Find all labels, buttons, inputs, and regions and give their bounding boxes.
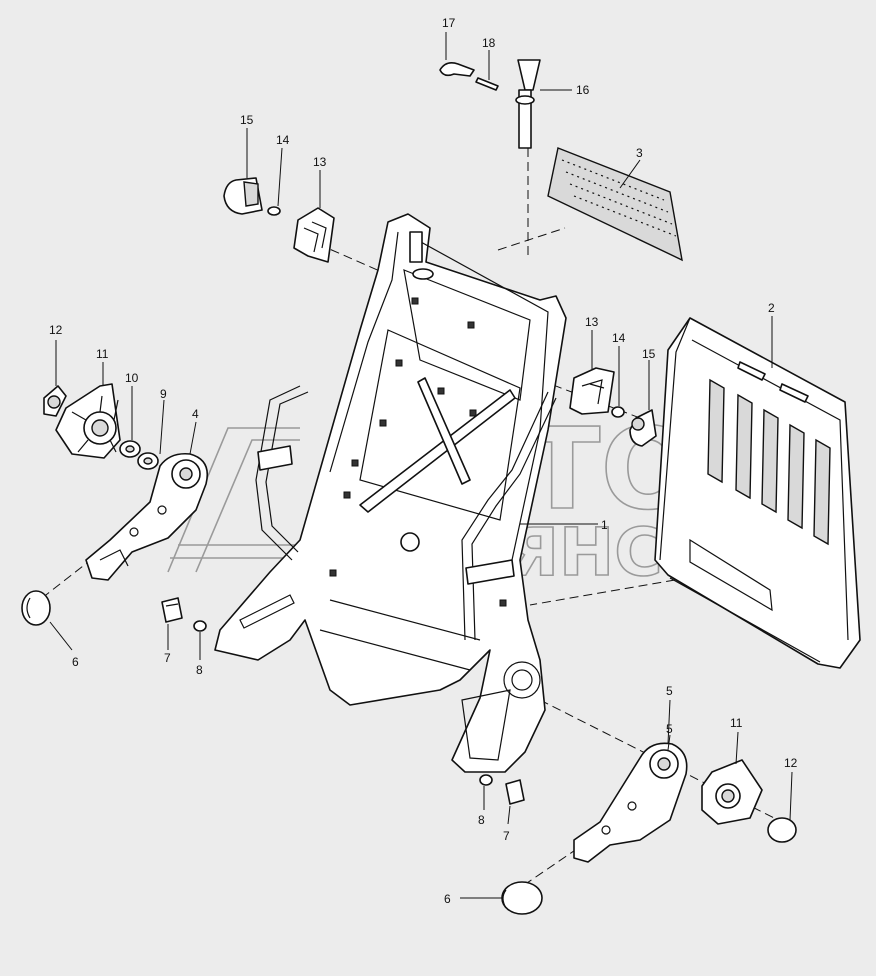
part-12-cap-left — [43, 385, 67, 417]
callout-12-left: 12 — [49, 323, 63, 337]
callout-14-right: 14 — [612, 331, 626, 345]
part-14-washer-upper — [267, 206, 281, 216]
callout-14-upper: 14 — [276, 133, 290, 147]
callout-4: 4 — [192, 407, 199, 421]
callout-7-right: 7 — [503, 829, 510, 843]
part-9-washer-left — [137, 452, 159, 470]
callout-8-right: 8 — [478, 813, 485, 827]
callout-6-right: 6 — [444, 892, 451, 906]
callout-16: 16 — [576, 83, 590, 97]
part-6-cap-right — [501, 881, 543, 915]
callout-18: 18 — [482, 36, 496, 50]
callout-15-right: 15 — [642, 347, 656, 361]
part-11-handwheel-left — [55, 383, 121, 459]
part-13-guide-upper — [293, 207, 335, 263]
leader-lines — [49, 32, 793, 899]
callout-11-left: 11 — [96, 347, 109, 361]
part-4-recliner-arm — [85, 452, 209, 581]
callout-5-lower: 5 — [666, 722, 673, 736]
callout-13-upper: 13 — [313, 155, 327, 169]
callout-7-left: 7 — [164, 651, 171, 665]
part-5-recliner-arm — [573, 742, 688, 863]
part-7-clip-left — [161, 597, 183, 623]
part-3-pad — [547, 147, 683, 262]
callout-15-upper: 15 — [240, 113, 254, 127]
left-bar — [255, 385, 309, 561]
part-10-washer-left — [119, 440, 141, 458]
callout-1: 1 — [601, 518, 608, 532]
callout-labels: 17 18 16 3 15 14 13 2 13 14 15 12 11 10 … — [49, 16, 798, 906]
part-15-cap-upper — [223, 177, 263, 215]
part-18-pin — [475, 77, 499, 91]
right-bar — [461, 391, 557, 641]
part-6-cap-left — [21, 590, 51, 626]
callout-2: 2 — [768, 301, 775, 315]
callout-5-upper: 5 — [666, 684, 673, 698]
part-11-handwheel-right — [701, 759, 763, 825]
part-1-seat-frame — [214, 213, 567, 773]
part-16-latch-pin — [515, 59, 541, 149]
callout-11-right: 11 — [730, 716, 743, 730]
part-14-washer-right — [611, 406, 625, 418]
callout-8-left: 8 — [196, 663, 203, 677]
part-15-cap-right — [629, 409, 657, 447]
callout-12-right: 12 — [784, 756, 798, 770]
part-7-clip-right — [505, 779, 525, 805]
callout-10: 10 — [125, 371, 139, 385]
callout-3: 3 — [636, 146, 643, 160]
part-8-washer-left — [193, 620, 207, 632]
part-2-rear-panel — [654, 317, 861, 669]
callout-6-left: 6 — [72, 655, 79, 669]
callout-17: 17 — [442, 16, 456, 30]
part-17-clip — [439, 62, 475, 77]
part-8-washer-right — [479, 774, 493, 786]
callout-9: 9 — [160, 387, 167, 401]
callout-13-right: 13 — [585, 315, 599, 329]
part-12-cap-right — [767, 817, 797, 843]
part-13-guide-right — [569, 367, 615, 415]
